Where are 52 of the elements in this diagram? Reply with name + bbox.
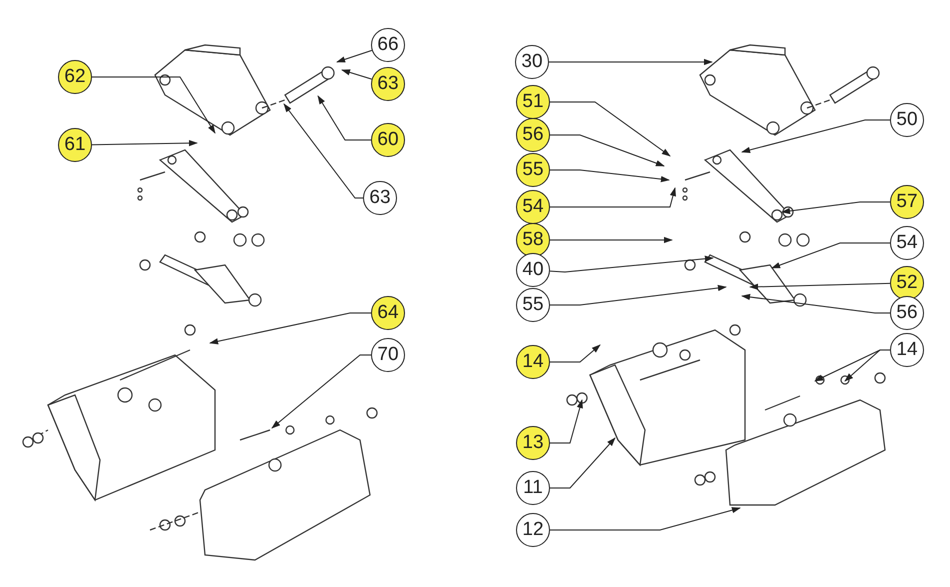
leader-line [341,69,372,80]
callout-number: 52 [890,266,924,300]
callout-number: 11 [516,471,550,505]
leader-line [550,134,665,166]
callout-number: 56 [516,118,550,152]
leader-line [771,242,890,268]
callout-number: 70 [371,338,405,372]
leader-line [550,437,616,488]
callout-number: 58 [516,223,550,257]
leader-line [550,187,676,208]
leader-line [550,344,601,362]
callout-number: 64 [371,296,405,330]
callout-number: 56 [890,296,924,330]
leader-line [741,120,890,153]
callout-number: 14 [516,345,550,379]
leader-line [209,312,372,344]
callout-number: 51 [516,85,550,119]
callout-number: 50 [890,103,924,137]
leader-line [550,170,670,182]
callout-number: 61 [58,128,92,162]
callout-number: 55 [516,153,550,187]
leader-line [749,282,890,290]
leader-line [271,354,372,429]
callout-number: 57 [890,185,924,219]
leader-line [741,294,890,314]
callout-number: 63 [363,181,397,215]
callout-number: 54 [890,226,924,260]
callout-number: 66 [371,28,405,62]
leader-line [336,50,372,62]
callout-number: 62 [58,60,92,94]
callout-number: 14 [890,333,924,367]
leader-line [550,399,583,444]
callout-number: 63 [371,67,405,101]
leader-line [318,95,372,140]
callout-number: 55 [516,288,550,322]
leader-line [550,256,714,272]
leader-line [844,350,890,382]
leader-line [283,103,364,198]
callout-number: 13 [516,426,550,460]
callout-number: 30 [515,45,549,79]
callout-number: 60 [371,123,405,157]
leader-line [550,284,727,306]
leader-line [92,76,216,134]
leader-line [781,202,890,214]
callout-number: 54 [516,190,550,224]
leader-line [550,236,673,244]
leader-line [550,102,671,157]
leader-line [92,140,198,146]
leader-line [548,58,713,66]
callout-number: 40 [516,253,550,287]
callout-number: 12 [516,513,550,547]
leader-line [550,507,741,530]
